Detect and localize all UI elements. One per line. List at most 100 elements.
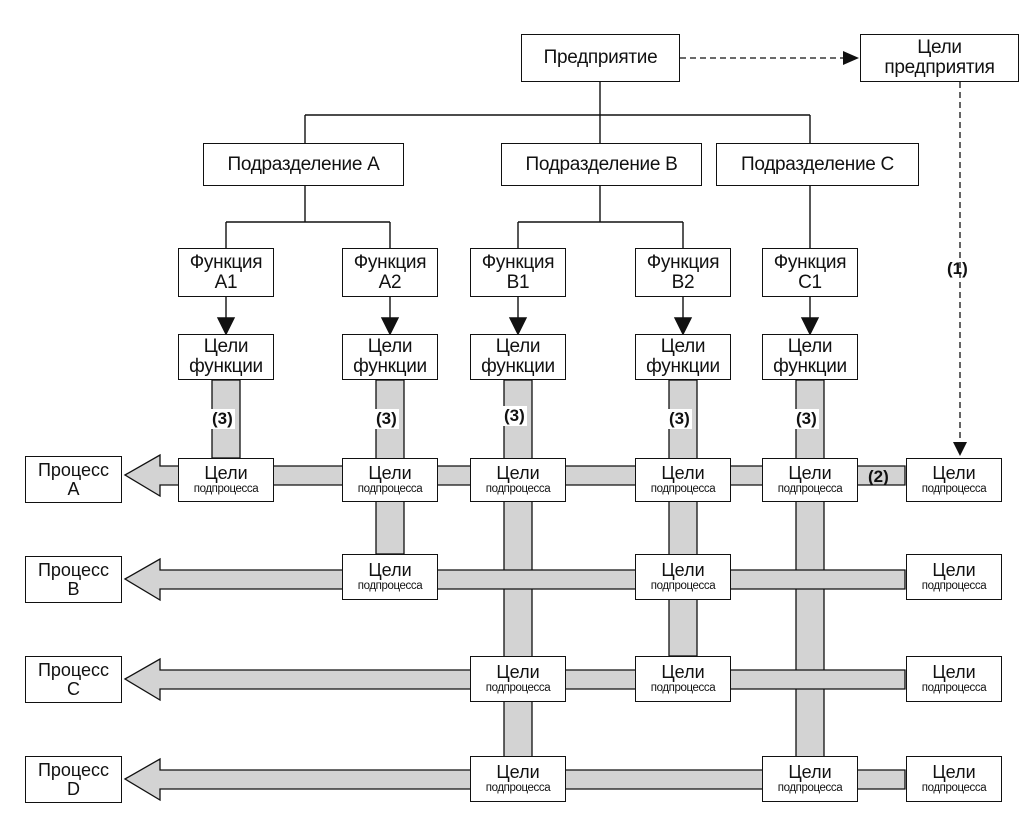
division-c-box: Подразделение C <box>716 143 919 186</box>
marker-3-a2: (3) <box>374 409 399 429</box>
function-goals-a1-box: Цели функции <box>178 334 274 380</box>
arrowhead-enterprise-goals <box>843 51 859 65</box>
function-c1-line1: Функция <box>773 251 847 273</box>
function-goals-a2-line2: функции <box>353 356 427 377</box>
process-a-line2: A <box>67 478 80 499</box>
subprocess-goals-line2: подпроцесса <box>921 782 987 795</box>
subprocess-goals-b-b2: Цели подпроцесса <box>635 554 731 600</box>
function-c1-line2: C1 <box>798 271 822 293</box>
subprocess-goals-line1: Цели <box>368 463 412 484</box>
process-c-box: Процесс C <box>25 656 122 703</box>
function-a1-box: Функция A1 <box>178 248 274 297</box>
division-a-box: Подразделение A <box>203 143 404 186</box>
marker-3-b2: (3) <box>667 409 692 429</box>
marker-2: (2) <box>868 467 889 486</box>
subprocess-goals-c-b1: Цели подпроцесса <box>470 656 566 702</box>
enterprise-label: Предприятие <box>543 47 658 69</box>
subprocess-goals-line1: Цели <box>368 560 412 581</box>
subprocess-goals-d-right: Цели подпроцесса <box>906 756 1002 802</box>
subprocess-goals-line2: подпроцесса <box>650 483 716 496</box>
function-b1-line2: B1 <box>506 271 530 293</box>
division-c-label: Подразделение C <box>741 153 894 175</box>
subprocess-goals-line2: подпроцесса <box>485 483 551 496</box>
division-a-label: Подразделение A <box>227 153 380 175</box>
marker-3-a1: (3) <box>210 409 235 429</box>
function-goals-c1-box: Цели функции <box>762 334 858 380</box>
subprocess-goals-b-a2: Цели подпроцесса <box>342 554 438 600</box>
subprocess-goals-line1: Цели <box>932 762 976 783</box>
subprocess-goals-line2: подпроцесса <box>357 483 423 496</box>
subprocess-goals-d-c1: Цели подпроцесса <box>762 756 858 802</box>
subprocess-goals-line1: Цели <box>661 662 705 683</box>
function-goals-c1-line2: функции <box>773 356 847 377</box>
function-goals-c1-line1: Цели <box>787 336 833 358</box>
function-goals-b1-box: Цели функции <box>470 334 566 380</box>
subprocess-goals-line1: Цели <box>204 463 248 484</box>
function-a2-box: Функция A2 <box>342 248 438 297</box>
process-d-line2: D <box>67 778 80 799</box>
subprocess-goals-line1: Цели <box>788 762 832 783</box>
subprocess-goals-a-b1: Цели подпроцесса <box>470 458 566 502</box>
function-b2-box: Функция B2 <box>635 248 731 297</box>
function-goals-a1-line1: Цели <box>203 336 249 358</box>
subprocess-goals-line1: Цели <box>661 463 705 484</box>
function-a1-line2: A1 <box>214 271 238 293</box>
process-c-line2: C <box>67 678 80 699</box>
marker-1: (1) <box>947 259 968 278</box>
subprocess-goals-a-a2: Цели подпроцесса <box>342 458 438 502</box>
subprocess-goals-line2: подпроцесса <box>357 580 423 593</box>
subprocess-goals-b-right: Цели подпроцесса <box>906 554 1002 600</box>
subprocess-goals-line2: подпроцесса <box>485 782 551 795</box>
process-bands <box>123 379 906 802</box>
function-goals-b2-box: Цели функции <box>635 334 731 380</box>
subprocess-goals-line1: Цели <box>496 662 540 683</box>
marker-3-c1: (3) <box>794 409 819 429</box>
function-c1-box: Функция C1 <box>762 248 858 297</box>
subprocess-goals-c-b2: Цели подпроцесса <box>635 656 731 702</box>
arrowhead-goal-cascade <box>953 442 967 456</box>
enterprise-goals-box: Цели предприятия <box>860 34 1019 82</box>
function-a2-line1: Функция <box>353 251 427 273</box>
dashed-links <box>680 57 961 444</box>
subprocess-goals-line2: подпроцесса <box>921 483 987 496</box>
subprocess-goals-line1: Цели <box>661 560 705 581</box>
enterprise-goals-line2: предприятия <box>884 57 995 78</box>
function-goals-a2-box: Цели функции <box>342 334 438 380</box>
subprocess-goals-d-b1: Цели подпроцесса <box>470 756 566 802</box>
process-b-line1: Процесс <box>37 559 110 580</box>
process-a-box: Процесс A <box>25 456 122 503</box>
subprocess-goals-c-right: Цели подпроцесса <box>906 656 1002 702</box>
function-goal-arrows <box>216 297 820 336</box>
function-goals-b1-line1: Цели <box>495 336 541 358</box>
process-b-box: Процесс B <box>25 556 122 603</box>
function-a2-line2: A2 <box>378 271 402 293</box>
subprocess-goals-a-b2: Цели подпроцесса <box>635 458 731 502</box>
function-goals-a1-line2: функции <box>189 356 263 377</box>
subprocess-goals-line2: подпроцесса <box>921 682 987 695</box>
subprocess-goals-a-a1: Цели подпроцесса <box>178 458 274 502</box>
subprocess-goals-a-right: Цели подпроцесса <box>906 458 1002 502</box>
tree-connectors <box>225 82 811 248</box>
subprocess-goals-line1: Цели <box>932 662 976 683</box>
function-a1-line1: Функция <box>189 251 263 273</box>
function-goals-a2-line1: Цели <box>367 336 413 358</box>
enterprise-goals-line1: Цели <box>917 37 962 59</box>
subprocess-goals-line1: Цели <box>788 463 832 484</box>
subprocess-goals-line2: подпроцесса <box>921 580 987 593</box>
process-d-box: Процесс D <box>25 756 122 803</box>
function-b2-line1: Функция <box>646 251 720 273</box>
marker-3-b1: (3) <box>502 406 527 426</box>
function-goals-b2-line1: Цели <box>660 336 706 358</box>
subprocess-goals-line1: Цели <box>932 463 976 484</box>
function-b1-line1: Функция <box>481 251 555 273</box>
enterprise-box: Предприятие <box>521 34 680 82</box>
subprocess-goals-line2: подпроцесса <box>777 483 843 496</box>
division-b-box: Подразделение B <box>501 143 702 186</box>
process-b-line2: B <box>67 578 80 599</box>
subprocess-goals-line2: подпроцесса <box>650 580 716 593</box>
subprocess-goals-line1: Цели <box>496 463 540 484</box>
subprocess-goals-line2: подпроцесса <box>193 483 259 496</box>
division-b-label: Подразделение B <box>525 153 678 175</box>
process-c-line1: Процесс <box>37 659 110 680</box>
function-b1-box: Функция B1 <box>470 248 566 297</box>
